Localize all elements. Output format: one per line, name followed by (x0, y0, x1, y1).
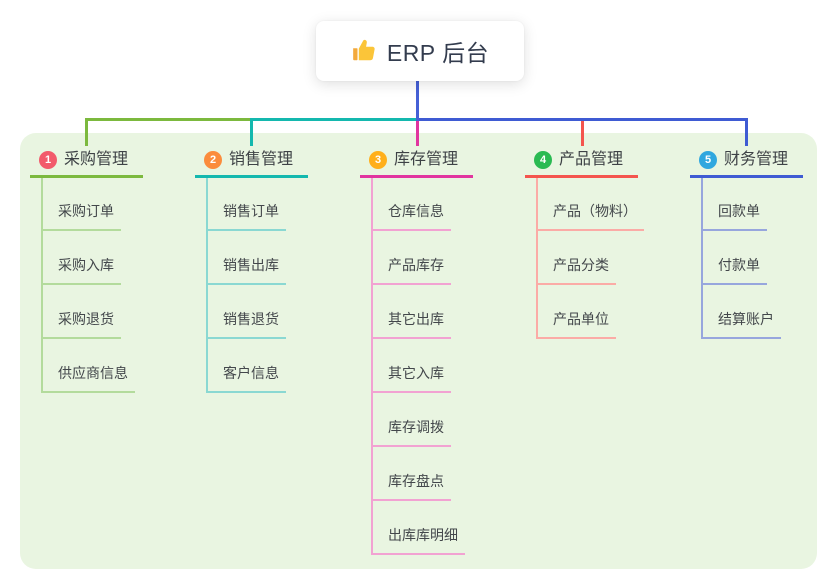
branch-children-1: 采购订单采购入库采购退货供应商信息 (41, 178, 143, 393)
child-node[interactable]: 回款单 (703, 201, 767, 231)
child-node[interactable]: 付款单 (703, 255, 767, 285)
branch-children-4: 产品（物料） 产品分类产品单位 (536, 178, 644, 339)
branch-index-badge: 5 (699, 151, 717, 169)
trunk-segment-blue (416, 118, 747, 121)
branch-title: 库存管理 (394, 151, 459, 168)
child-node[interactable]: 仓库信息 (373, 201, 451, 231)
branch-3: 3 库存管理仓库信息产品库存其它出库其它入库库存调拨库存盘点出库库明细 (360, 150, 473, 555)
child-node[interactable]: 其它出库 (373, 309, 451, 339)
branch-index-badge: 1 (39, 151, 57, 169)
root-stem-line (416, 80, 419, 121)
child-node[interactable]: 产品（物料） (538, 201, 644, 231)
drop-line-5 (745, 118, 748, 146)
drop-line-4 (581, 118, 584, 146)
branch-4: 4 产品管理产品（物料） 产品分类产品单位 (525, 150, 644, 339)
child-node[interactable]: 结算账户 (703, 309, 781, 339)
drop-line-2 (250, 118, 253, 146)
child-node[interactable]: 客户信息 (208, 363, 286, 393)
child-node[interactable]: 供应商信息 (43, 363, 135, 393)
child-node[interactable]: 产品库存 (373, 255, 451, 285)
child-node[interactable]: 采购退货 (43, 309, 121, 339)
trunk-segment-green (85, 118, 252, 121)
branch-index-badge: 4 (534, 151, 552, 169)
thumbs-up-icon (351, 38, 377, 64)
branch-title: 采购管理 (64, 151, 129, 168)
root-title: ERP 后台 (386, 40, 490, 66)
trunk-segment-teal (250, 118, 417, 121)
child-node[interactable]: 库存调拨 (373, 417, 451, 447)
drop-line-1 (85, 118, 88, 146)
child-node[interactable]: 销售出库 (208, 255, 286, 285)
branch-1: 1 采购管理采购订单采购入库采购退货供应商信息 (30, 150, 143, 393)
branch-header-3[interactable]: 3 库存管理 (360, 150, 473, 178)
branch-title: 财务管理 (724, 151, 789, 168)
branches-panel (20, 133, 817, 569)
child-node[interactable]: 采购入库 (43, 255, 121, 285)
branch-children-5: 回款单付款单结算账户 (701, 178, 803, 339)
branch-2: 2 销售管理销售订单销售出库销售退货客户信息 (195, 150, 308, 393)
branch-title: 产品管理 (559, 151, 624, 168)
branch-children-2: 销售订单销售出库销售退货客户信息 (206, 178, 308, 393)
child-node[interactable]: 产品单位 (538, 309, 616, 339)
child-node[interactable]: 销售订单 (208, 201, 286, 231)
child-node[interactable]: 库存盘点 (373, 471, 451, 501)
branch-header-5[interactable]: 5 财务管理 (690, 150, 803, 178)
branch-index-badge: 2 (204, 151, 222, 169)
child-node[interactable]: 产品分类 (538, 255, 616, 285)
branch-header-1[interactable]: 1 采购管理 (30, 150, 143, 178)
branch-index-badge: 3 (369, 151, 387, 169)
child-node[interactable]: 采购订单 (43, 201, 121, 231)
branch-header-4[interactable]: 4 产品管理 (525, 150, 638, 178)
branch-header-2[interactable]: 2 销售管理 (195, 150, 308, 178)
child-node[interactable]: 销售退货 (208, 309, 286, 339)
child-node[interactable]: 其它入库 (373, 363, 451, 393)
branch-children-3: 仓库信息产品库存其它出库其它入库库存调拨库存盘点出库库明细 (371, 178, 473, 555)
child-node[interactable]: 出库库明细 (373, 525, 465, 555)
branch-title: 销售管理 (229, 151, 294, 168)
branch-5: 5 财务管理回款单付款单结算账户 (690, 150, 803, 339)
root-node[interactable]: ERP 后台 (316, 21, 524, 81)
drop-line-3 (416, 118, 419, 146)
